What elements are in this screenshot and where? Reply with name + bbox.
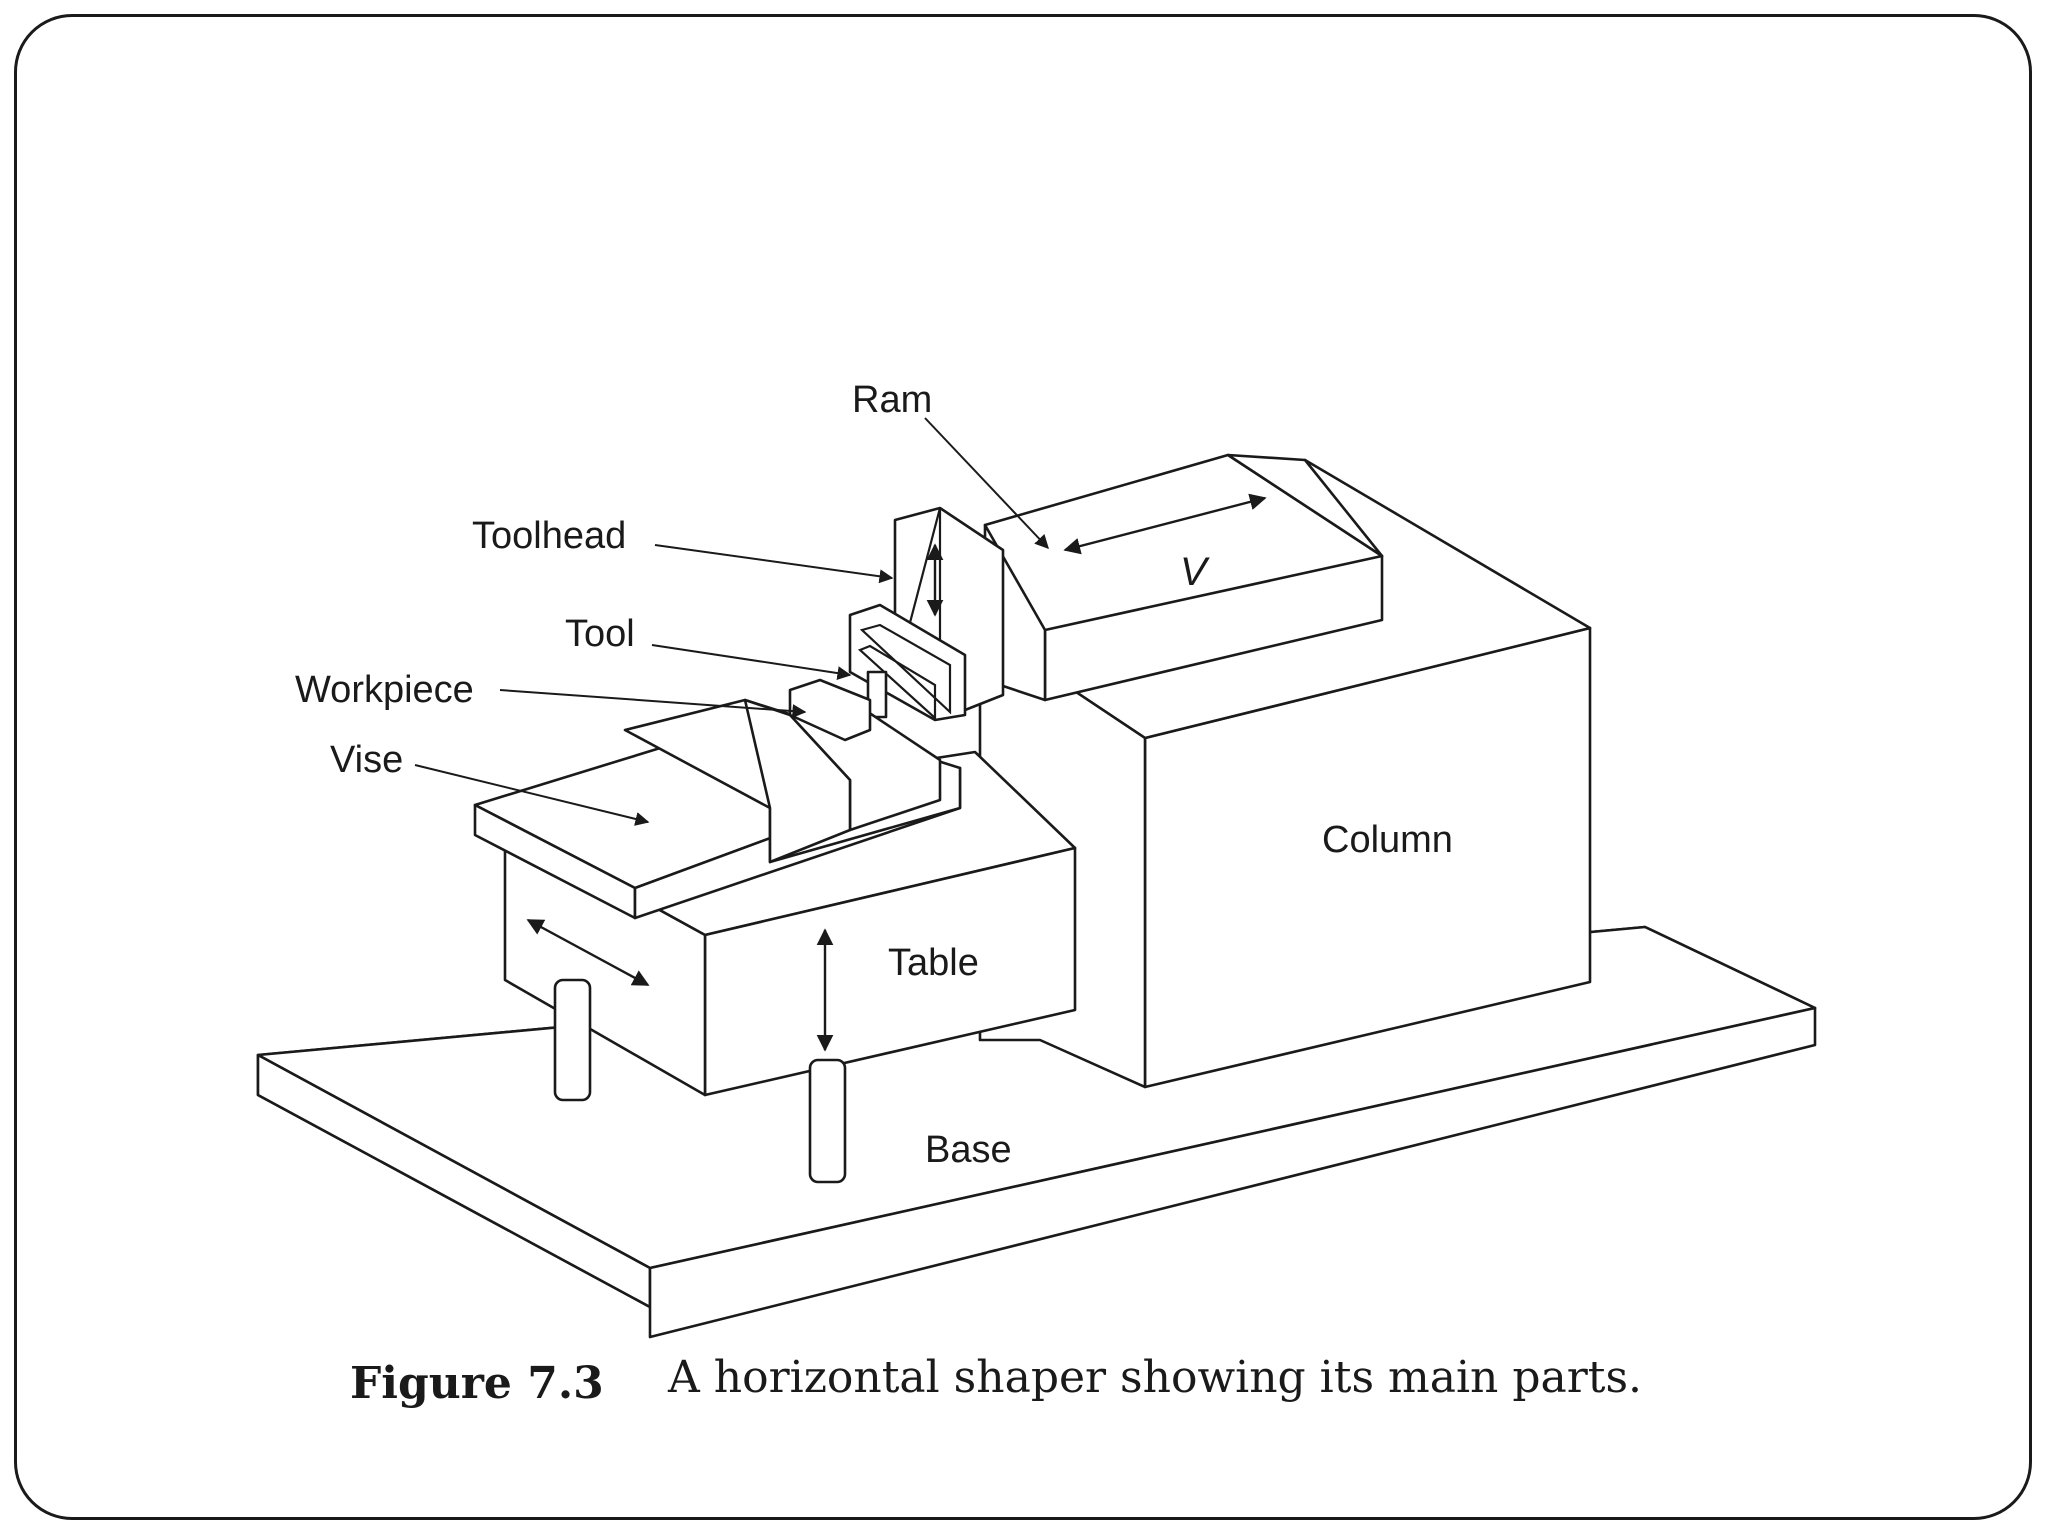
leader-lines <box>414 417 1049 826</box>
vise <box>473 678 962 920</box>
label-vise: Vise <box>330 739 403 781</box>
label-tool: Tool <box>565 613 635 655</box>
motion-arrows <box>526 493 1267 1052</box>
label-velocity: V <box>1180 550 1210 594</box>
label-table: Table <box>888 942 979 984</box>
caption-text: A horizontal shaper showing its main par… <box>667 1352 1642 1403</box>
label-toolhead: Toolhead <box>472 515 626 557</box>
caption-number: Figure 7.3 <box>350 1358 604 1409</box>
label-column: Column <box>1322 819 1453 861</box>
label-workpiece: Workpiece <box>295 669 474 711</box>
toolhead <box>848 506 1005 722</box>
label-base: Base <box>925 1129 1012 1171</box>
label-ram: Ram <box>852 379 932 421</box>
